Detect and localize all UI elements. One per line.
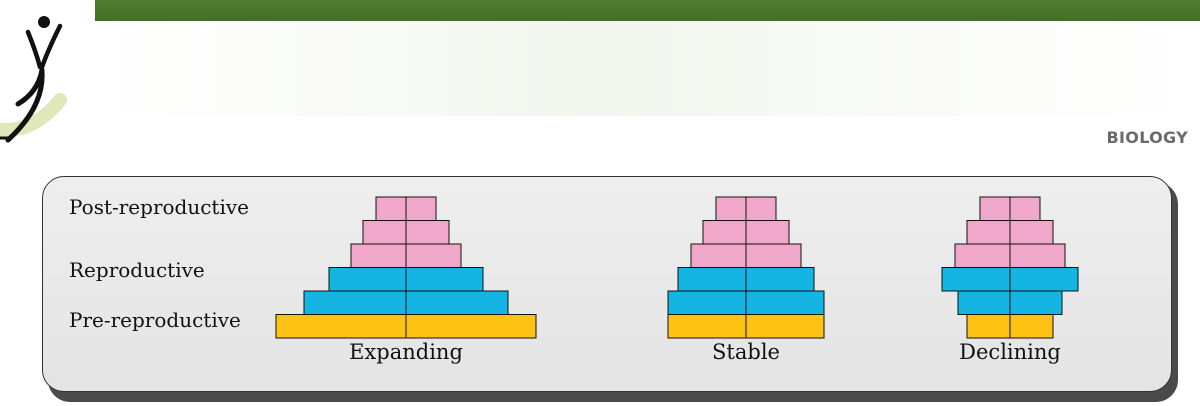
section-label: BIOLOGY [1106,128,1188,147]
stable-band-2-left [702,220,747,245]
declining-band-2-right [1009,220,1054,245]
expanding-band-1-right [405,196,437,221]
declining-band-4-left [941,267,1011,292]
expanding-band-2-right [405,220,450,245]
stable-band-2-right [745,220,790,245]
declining-band-1-left [979,196,1011,221]
stable-band-6-left [667,314,747,339]
stable-band-4-right [745,267,815,292]
declining-band-5-right [1009,290,1063,315]
stable-band-6-right [745,314,825,339]
expanding-band-1-left [375,196,407,221]
expanding-band-3-left [350,243,407,268]
expanding-band-4-right [405,267,484,292]
stable-band-3-right [745,243,802,268]
expanding-band-6-right [405,314,537,339]
pyramid-label-declining: Declining [959,340,1061,364]
label-reproductive: Reproductive [69,258,205,282]
pyramid-label-stable: Stable [712,340,780,364]
declining-band-5-left [957,290,1011,315]
declining-band-2-left [966,220,1011,245]
stable-band-4-left [677,267,747,292]
expanding-band-5-right [405,290,509,315]
declining-band-4-right [1009,267,1079,292]
human-figure-logo [0,16,67,143]
header-background [95,21,1200,116]
label-pre-reproductive: Pre-reproductive [69,308,241,332]
expanding-band-5-left [303,290,407,315]
stable-band-1-left [715,196,747,221]
expanding-band-2-left [362,220,407,245]
expanding-band-4-left [328,267,407,292]
declining-band-3-right [1009,243,1066,268]
pyramid-label-expanding: Expanding [349,340,463,364]
declining-band-3-left [954,243,1011,268]
declining-band-6-left [966,314,1011,339]
stable-band-5-right [745,290,825,315]
stable-band-1-right [745,196,777,221]
stable-band-5-left [667,290,747,315]
declining-band-6-right [1009,314,1054,339]
header-bar [95,0,1200,21]
stable-band-3-left [690,243,747,268]
label-post-reproductive: Post-reproductive [69,195,249,219]
expanding-band-3-right [405,243,462,268]
expanding-band-6-left [275,314,407,339]
declining-band-1-right [1009,196,1041,221]
